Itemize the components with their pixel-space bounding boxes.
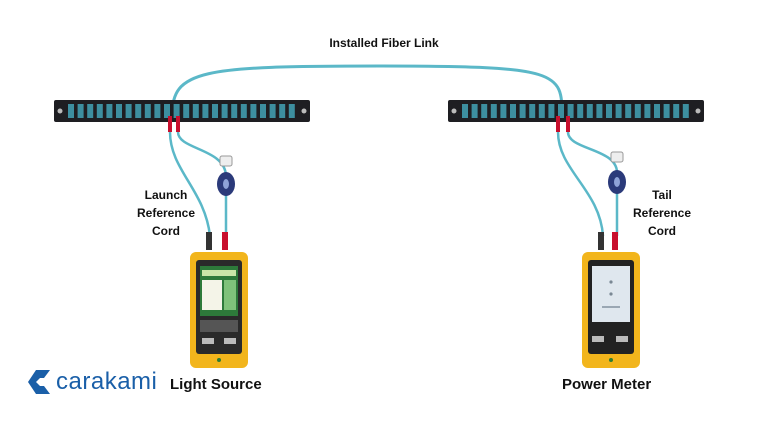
panel-port [154, 104, 161, 118]
power-meter-device [582, 232, 640, 368]
panel-port [192, 104, 199, 118]
panel-port [615, 104, 622, 118]
watermark-text: carakami [56, 368, 158, 395]
panel-port [567, 104, 574, 118]
panel-port [173, 104, 180, 118]
panel-port [462, 104, 468, 118]
panel-port [471, 104, 478, 118]
left-patch-panel [54, 100, 310, 122]
panel-port [68, 104, 74, 118]
tail-reference-cord [556, 131, 626, 237]
panel-port [135, 104, 142, 118]
panel-port [538, 104, 545, 118]
launch-reference-cord [168, 131, 235, 237]
panel-port [221, 104, 228, 118]
panel-port [606, 104, 612, 118]
launch-reference-cord-label: Launch Reference Cord [136, 188, 196, 238]
panel-port [481, 104, 488, 118]
panel-port [260, 104, 266, 118]
panel-port [96, 104, 103, 118]
installed-fiber-link-label: Installed Fiber Link [329, 36, 439, 50]
panel-port [183, 104, 190, 118]
panel-port [500, 104, 507, 118]
panel-port [586, 104, 593, 118]
panel-port [212, 104, 218, 118]
panel-port [279, 104, 286, 118]
power-meter-label: Power Meter [562, 376, 652, 393]
carakami-watermark: carakami [24, 364, 157, 400]
panel-port [106, 104, 113, 118]
panel-port [596, 104, 603, 118]
panel-port [625, 104, 632, 118]
panel-port [87, 104, 94, 118]
panel-port [529, 104, 536, 118]
panel-port [116, 104, 122, 118]
right-patch-panel [448, 100, 704, 122]
panel-port [682, 104, 689, 118]
panel-port [125, 104, 132, 118]
installed-fiber-cable [170, 64, 564, 117]
panel-port [490, 104, 497, 118]
panel-port [644, 104, 651, 118]
carakami-logo-icon [28, 370, 50, 394]
panel-port [577, 104, 584, 118]
light-source-label: Light Source [170, 376, 262, 393]
panel-port [164, 104, 170, 118]
panel-port [144, 104, 151, 118]
panel-port [654, 104, 660, 118]
panel-port [231, 104, 238, 118]
panel-port [673, 104, 680, 118]
panel-port [250, 104, 257, 118]
panel-port [77, 104, 84, 118]
panel-port [202, 104, 209, 118]
panel-port [269, 104, 276, 118]
panel-port [663, 104, 670, 118]
panel-port [558, 104, 564, 118]
light-source-device [190, 232, 248, 368]
panel-port [548, 104, 555, 118]
panel-port [510, 104, 516, 118]
tail-reference-cord-label: Tail Reference Cord [632, 188, 692, 238]
panel-port [519, 104, 526, 118]
panel-port [288, 104, 295, 118]
panel-port [634, 104, 641, 118]
panel-port [240, 104, 247, 118]
